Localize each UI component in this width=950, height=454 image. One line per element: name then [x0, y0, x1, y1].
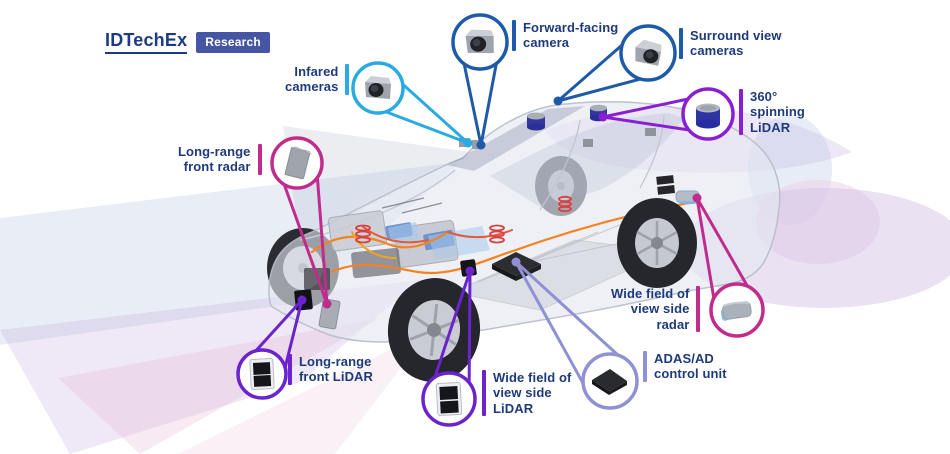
- callout-long-range-front-lidar: [236, 295, 307, 400]
- label-text: Long-range front LiDAR: [299, 354, 374, 385]
- callout-infrared-cameras: [351, 61, 473, 148]
- label-long-range-front-radar: Long-range front radar: [178, 144, 262, 175]
- lidar-unit-icon: [435, 381, 463, 417]
- fov-cone-bottom-pink: [178, 330, 430, 454]
- callout-surround-view-cameras: [553, 24, 677, 106]
- fov-cone-left-blue: [0, 162, 460, 345]
- label-bar: [679, 28, 683, 59]
- target-dot: [463, 138, 473, 148]
- target-dot: [553, 96, 563, 106]
- logo-brand-text: IDTechEx: [105, 30, 188, 54]
- label-text: Infared cameras: [285, 64, 339, 95]
- callout-360-spinning-lidar: [598, 87, 735, 141]
- label-bar: [512, 20, 516, 51]
- target-dot: [322, 299, 332, 309]
- label-text: Surround view cameras: [690, 28, 782, 59]
- label-surround-view-cameras: Surround view cameras: [679, 28, 782, 59]
- target-dot: [511, 257, 521, 267]
- car-windshield: [447, 106, 585, 171]
- control-chip-icon: [592, 369, 627, 395]
- car-door-seams: [539, 115, 665, 211]
- fov-cone-left-pink: [58, 318, 380, 454]
- label-adas-control-unit: ADAS/AD control unit: [643, 351, 727, 382]
- label-text: 360° spinning LiDAR: [750, 89, 805, 135]
- radar-side-icon: [720, 301, 752, 321]
- label-bar: [257, 144, 262, 175]
- label-text: ADAS/AD control unit: [654, 351, 727, 382]
- fov-cone-windshield: [283, 126, 470, 242]
- label-long-range-front-lidar: Long-range front LiDAR: [288, 354, 373, 385]
- label-infrared-cameras: Infared cameras: [285, 64, 350, 95]
- idtechex-logo: IDTechEx Research: [105, 30, 270, 54]
- callout-adas-control-unit: [511, 257, 639, 410]
- target-dot: [465, 266, 475, 276]
- label-bar: [696, 286, 701, 332]
- label-text: Long-range front radar: [178, 144, 251, 175]
- car-roof-lidar-1: [527, 112, 545, 131]
- lidar-unit-icon: [249, 358, 275, 390]
- radar-panel-icon: [284, 146, 313, 180]
- car-wipers: [381, 197, 443, 214]
- target-dot: [598, 112, 608, 122]
- car-wheel-near-rear: [617, 198, 697, 288]
- car-rear-lidar-stack: [656, 175, 675, 195]
- car-roof-camera: [645, 128, 656, 136]
- label-bar: [288, 354, 292, 385]
- label-wide-fov-side-radar: Wide field of view side radar: [611, 286, 701, 332]
- car-coil-springs: [355, 195, 572, 244]
- target-dot: [297, 295, 307, 305]
- logo-research-badge: Research: [196, 31, 270, 53]
- callout-wide-fov-side-lidar: [421, 266, 477, 427]
- label-bar: [739, 89, 743, 135]
- label-text: Wide field of view side LiDAR: [493, 370, 572, 416]
- label-bar: [643, 351, 647, 382]
- callout-forward-facing-camera: [451, 13, 509, 150]
- label-wide-fov-side-lidar: Wide field of view side LiDAR: [482, 370, 571, 416]
- callout-wide-fov-side-radar: [692, 193, 765, 338]
- target-dot: [692, 193, 702, 203]
- label-bar: [482, 370, 486, 416]
- label-text: Wide field of view side radar: [611, 286, 690, 332]
- target-dot: [476, 140, 486, 150]
- car-illustration: [267, 100, 781, 382]
- camera-icon: [365, 76, 391, 99]
- callout-long-range-front-radar: [270, 136, 332, 309]
- camera-icon: [465, 29, 494, 54]
- car-hood-line: [299, 169, 456, 241]
- lidar-cylinder-icon: [696, 103, 720, 129]
- label-360-spinning-lidar: 360° spinning LiDAR: [739, 89, 805, 135]
- label-text: Forward-facing camera: [523, 20, 619, 51]
- camera-icon: [635, 39, 662, 66]
- label-bar: [345, 64, 350, 95]
- label-forward-facing-camera: Forward-facing camera: [512, 20, 618, 51]
- car-blue-mat: [388, 222, 420, 246]
- car-side-glass: [490, 113, 684, 208]
- car-roof-camera: [583, 139, 593, 147]
